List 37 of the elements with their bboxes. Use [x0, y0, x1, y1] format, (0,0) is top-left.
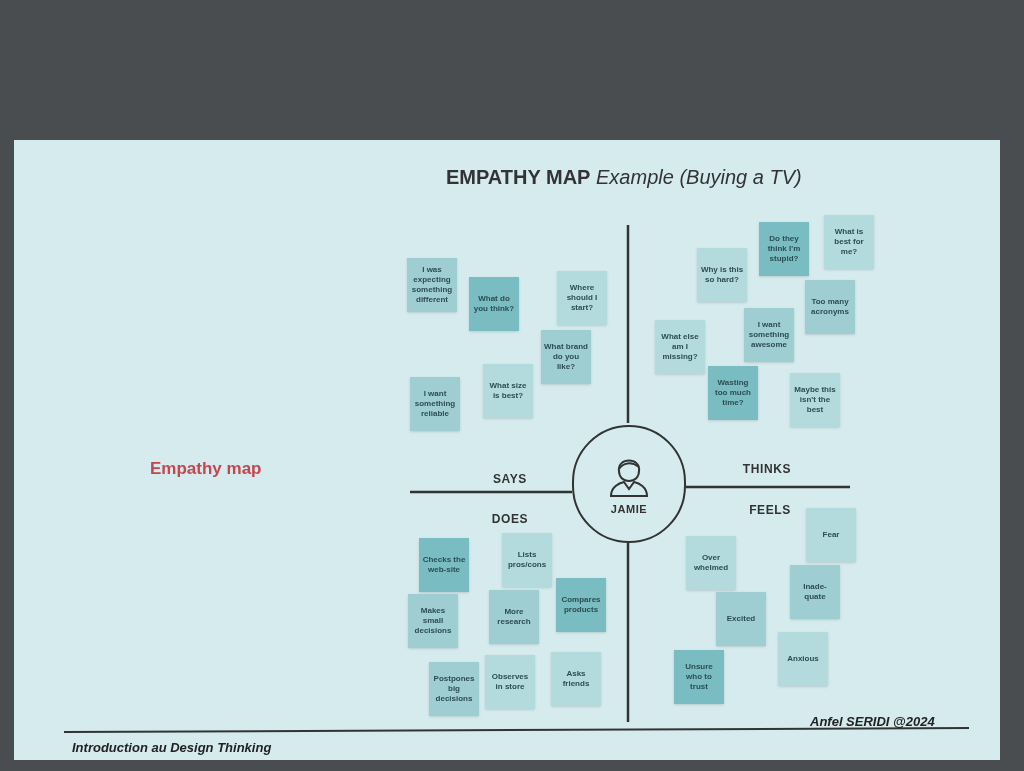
sticky-note: Maybe this isn't the best	[790, 373, 840, 427]
sticky-note: Checks the web-site	[419, 538, 469, 592]
sticky-note: Observes in store	[485, 655, 535, 709]
sticky-note: I want something awesome	[744, 308, 794, 362]
sticky-note: Too many acronyms	[805, 280, 855, 334]
sticky-note: Unsure who to trust	[674, 650, 724, 704]
sticky-note: Why is this so hard?	[697, 248, 747, 302]
sticky-note: Do they think I'm stupid?	[759, 222, 809, 276]
sticky-note: Lists pros/cons	[502, 533, 552, 587]
sticky-note: Anxious	[778, 632, 828, 686]
sticky-note: Wasting too much time?	[708, 366, 758, 420]
title: EMPATHY MAP Example (Buying a TV)	[446, 165, 802, 190]
sticky-note: Excited	[716, 592, 766, 646]
sticky-note: Inade-quate	[790, 565, 840, 619]
quadrant-label: THINKS	[741, 461, 793, 478]
sticky-note: What do you think?	[469, 277, 519, 331]
sticky-note: Compares products	[556, 578, 606, 632]
sticky-note: More research	[489, 590, 539, 644]
sticky-note: What is best for me?	[824, 215, 874, 269]
sticky-note: I want something reliable	[410, 377, 460, 431]
sticky-note: What size is best?	[483, 364, 533, 418]
quadrant-label: DOES	[490, 511, 530, 528]
sticky-note: Fear	[806, 508, 856, 562]
sticky-note: I was expecting something different	[407, 258, 457, 312]
sticky-note: Postpones big decisions	[429, 662, 479, 716]
sticky-note: Over whelmed	[686, 536, 736, 590]
quadrant-label: SAYS	[492, 471, 528, 488]
persona-name: JAMIE	[610, 501, 648, 517]
footer-text: Anfel SERIDI @2024	[810, 713, 935, 731]
sticky-note: Where should I start?	[557, 271, 607, 325]
footer-text: Introduction au Design Thinking	[72, 739, 272, 757]
sticky-note: What brand do you like?	[541, 330, 591, 384]
sticky-note: Asks friends	[551, 652, 601, 706]
quadrant-label: FEELS	[748, 502, 792, 519]
sticky-note: Makes small decisions	[408, 594, 458, 648]
sticky-note: What else am I missing?	[655, 320, 705, 374]
slide-heading: Empathy map	[150, 458, 262, 480]
